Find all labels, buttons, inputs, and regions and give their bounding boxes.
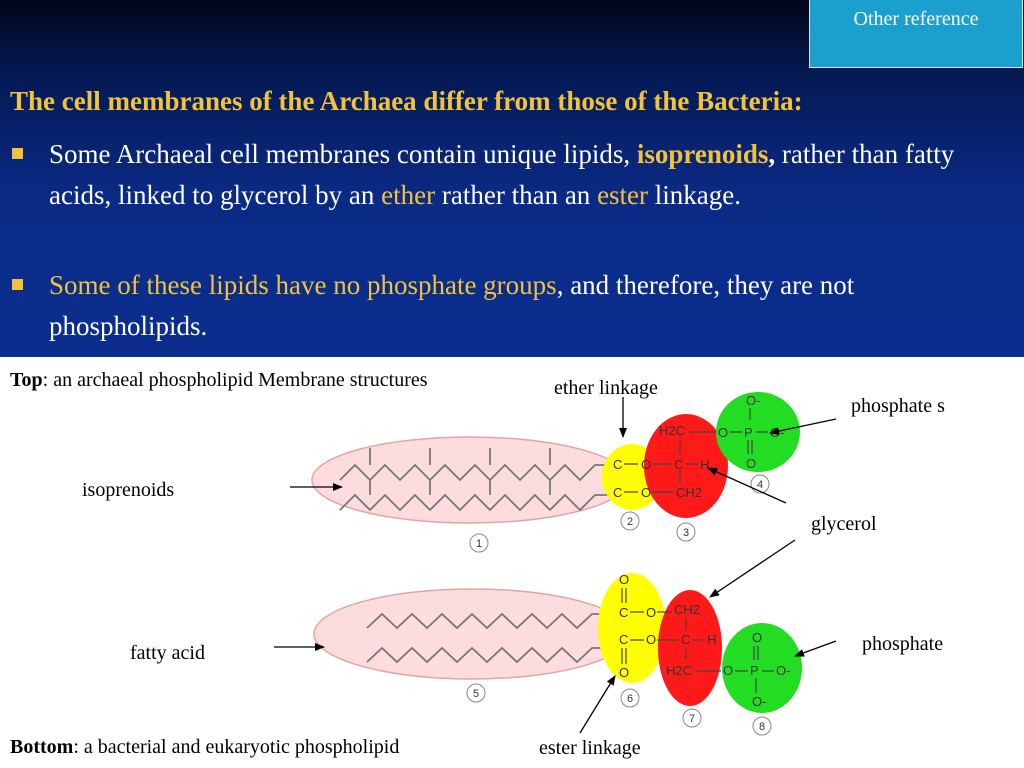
ester-highlight: ester (597, 180, 649, 210)
svg-text:2: 2 (627, 516, 633, 528)
svg-text:H2C: H2C (659, 423, 685, 438)
glycerol-label: glycerol (811, 513, 877, 535)
bullet-marker (12, 148, 23, 159)
annotation-arrows (274, 397, 837, 734)
svg-text:C: C (674, 457, 683, 472)
svg-text:O: O (723, 663, 733, 678)
svg-text:O: O (752, 630, 762, 645)
bottom-caption: Bottom: a bacterial and eukaryotic phosp… (10, 736, 400, 758)
atom-labels-bottom: O C O C O O CH2 C H H2C O P O- O O- (619, 572, 790, 709)
svg-text:O: O (718, 425, 728, 440)
svg-text:1: 1 (476, 538, 482, 550)
svg-text:O: O (646, 632, 656, 647)
atom-labels-top: C O C O H2C C H CH2 O P O- O- O (613, 393, 784, 500)
svg-text:O: O (746, 456, 756, 471)
svg-text:CH2: CH2 (674, 602, 700, 617)
svg-text:O-: O- (776, 663, 790, 678)
bacterial-lipid: O C O C O O CH2 C H H2C O P O- O O- (313, 572, 802, 736)
bullet-archaeal-lipids: Some Archaeal cell membranes contain uni… (12, 134, 1002, 216)
no-phosphate-highlight: Some of these lipids have no phosphate g… (49, 270, 557, 300)
svg-text:P: P (750, 663, 759, 678)
bonds-top (624, 408, 768, 493)
phosphate-top-arrow (769, 418, 837, 436)
glycerol-group (644, 414, 728, 518)
phosphate-label-bottom: phosphate (862, 633, 944, 655)
ester-group (598, 573, 666, 683)
fatty-acid-label: fatty acid (130, 642, 205, 664)
phosphate-group-bottom (722, 623, 802, 713)
svg-text:CH2: CH2 (676, 485, 702, 500)
svg-text:O: O (641, 485, 651, 500)
top-caption: Top: an archaeal phospholipid Membrane s… (10, 369, 428, 391)
svg-text:H: H (707, 632, 716, 647)
svg-text:C: C (613, 485, 622, 500)
fatty-acid-chains (366, 612, 606, 664)
number-markers-top: 1 2 3 4 (469, 474, 770, 553)
bonds-bottom (621, 588, 774, 693)
other-reference-button[interactable]: Other reference (809, 0, 1023, 68)
phosphate-bottom-arrow (794, 640, 837, 657)
svg-text:H2C: H2C (666, 663, 692, 678)
svg-text:O: O (619, 665, 629, 680)
svg-text:C: C (613, 457, 622, 472)
svg-text:O: O (646, 605, 656, 620)
svg-text:P: P (744, 425, 753, 440)
svg-text:6: 6 (627, 693, 633, 705)
ether-linkage-label: ether linkage (554, 377, 658, 399)
svg-text:O: O (619, 572, 629, 587)
glycerol-top-arrow (707, 467, 787, 504)
svg-text:O: O (641, 457, 651, 472)
slide-title: The cell membranes of the Archaea differ… (10, 86, 803, 116)
svg-text:8: 8 (759, 721, 765, 733)
phospholipid-diagram: C O C O H2C C H CH2 O P O- O- O 1 2 3 (274, 392, 837, 736)
ester-linkage-label: ester linkage (539, 737, 641, 759)
number-markers-bottom: 5 6 7 8 (466, 683, 772, 736)
svg-text:H: H (700, 457, 709, 472)
svg-text:7: 7 (689, 713, 695, 725)
ether-highlight: ether (381, 180, 436, 210)
isoprenoids-highlight: isoprenoids (636, 139, 769, 169)
bullet-no-phosphate: Some of these lipids have no phosphate g… (12, 265, 1002, 347)
isoprenoid-chains (339, 448, 610, 512)
isoprenoids-label: isoprenoids (82, 479, 175, 501)
svg-text:3: 3 (683, 527, 689, 539)
svg-text:C: C (681, 632, 690, 647)
glycerol-bottom-arrow (709, 539, 796, 598)
bullet-marker (12, 279, 23, 290)
glycerol-group-bottom (658, 590, 722, 706)
fatty-acid-chain-body (313, 588, 631, 680)
ester-linkage-arrow (579, 675, 616, 734)
archaeal-lipid: C O C O H2C C H CH2 O P O- O- O 1 2 3 (311, 392, 800, 553)
svg-text:C: C (619, 632, 628, 647)
phosphate-label-top: phosphate s (851, 395, 945, 417)
svg-text:O-: O- (746, 393, 760, 408)
svg-text:C: C (619, 605, 628, 620)
svg-text:5: 5 (473, 688, 479, 700)
svg-text:4: 4 (757, 479, 763, 491)
svg-text:O-: O- (752, 694, 766, 709)
